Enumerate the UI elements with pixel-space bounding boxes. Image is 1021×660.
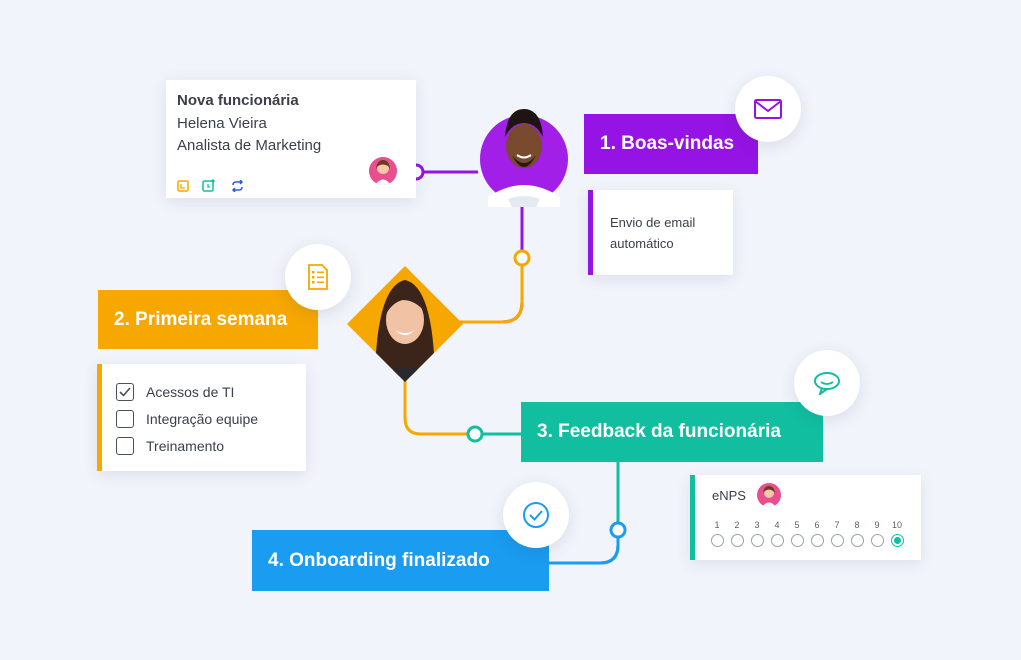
stage2-person-photo: [347, 266, 463, 382]
enps-radio[interactable]: [870, 534, 884, 547]
checkbox-unchecked[interactable]: [116, 410, 134, 428]
enps-option[interactable]: 5: [789, 520, 805, 547]
stage1-icon-bubble: [735, 76, 801, 142]
enps-option-number: 10: [891, 520, 902, 530]
stage3-label[interactable]: 3. Feedback da funcionária: [521, 402, 823, 462]
checklist-item[interactable]: Acessos de TI: [116, 383, 234, 401]
checkbox-checked[interactable]: [116, 383, 134, 401]
enps-option[interactable]: 1: [709, 520, 725, 547]
connector-stage2-to-stage3: [403, 380, 522, 436]
checklist-item[interactable]: Integração equipe: [116, 410, 258, 428]
node-dot-2: [513, 249, 531, 267]
enps-option[interactable]: 4: [769, 520, 785, 547]
enps-option-number: 8: [854, 520, 860, 530]
enps-option-number: 9: [874, 520, 880, 530]
enps-radio[interactable]: [830, 534, 844, 547]
stage3-icon-bubble: [794, 350, 860, 416]
employee-avatar: [369, 157, 397, 185]
clock-calendar-icon: [202, 179, 215, 192]
enps-option[interactable]: 6: [809, 520, 825, 547]
connector-stage1-to-stage2: [458, 205, 524, 324]
enps-radio-selected-dot: [893, 537, 901, 544]
connector-stage1-to-stage2-yellow: [458, 258, 524, 324]
enps-option[interactable]: 10: [889, 520, 905, 547]
enps-option-number: 2: [734, 520, 740, 530]
stage4-label[interactable]: 4. Onboarding finalizado: [252, 530, 549, 591]
enps-option-number: 6: [814, 520, 820, 530]
enps-option[interactable]: 8: [849, 520, 865, 547]
enps-option[interactable]: 2: [729, 520, 745, 547]
checkmark-icon: [119, 387, 131, 397]
stage1-person-photo: [478, 97, 570, 207]
enps-radio[interactable]: [890, 534, 904, 547]
enps-option[interactable]: 9: [869, 520, 885, 547]
chat-bubble-icon: [814, 372, 840, 395]
connector-stage4-blue-seg: [548, 530, 620, 565]
enps-radio[interactable]: [850, 534, 864, 547]
enps-title: eNPS: [712, 488, 746, 503]
stage4-icon-bubble: [503, 482, 569, 548]
checklist-document-icon: [308, 264, 328, 290]
employee-role: Analista de Marketing: [177, 137, 322, 154]
checklist-item-label: Treinamento: [146, 438, 225, 454]
stage2-label[interactable]: 2. Primeira semana: [98, 290, 318, 349]
checklist-item-label: Acessos de TI: [146, 384, 235, 400]
envelope-icon: [754, 99, 782, 119]
enps-option-number: 5: [794, 520, 800, 530]
welcome-email-card: Envio de email automático: [588, 190, 733, 275]
enps-option-number: 4: [774, 520, 780, 530]
welcome-note-line2: automático: [610, 236, 674, 251]
enps-radio[interactable]: [730, 534, 744, 547]
enps-option-number: 3: [754, 520, 760, 530]
node-dot-3: [466, 425, 484, 443]
new-employee-card[interactable]: Nova funcionária Helena Vieira Analista …: [166, 78, 416, 198]
enps-radio[interactable]: [750, 534, 764, 547]
enps-radio[interactable]: [810, 534, 824, 547]
enps-option[interactable]: 3: [749, 520, 765, 547]
refresh-icon: [231, 180, 244, 192]
stage1-label[interactable]: 1. Boas-vindas: [584, 114, 758, 174]
checklist-item[interactable]: Treinamento: [116, 437, 224, 455]
calendar-icon: [177, 180, 189, 192]
enps-card: eNPS 1 2 3 4 5 6 7 8 9 10: [690, 475, 921, 560]
first-week-checklist-card: Acessos de TI Integração equipe Treiname…: [97, 364, 306, 471]
enps-radio[interactable]: [790, 534, 804, 547]
enps-radio[interactable]: [710, 534, 724, 547]
enps-radio[interactable]: [770, 534, 784, 547]
enps-option-number: 7: [834, 520, 840, 530]
welcome-note-line1: Envio de email: [610, 215, 696, 230]
checkbox-unchecked[interactable]: [116, 437, 134, 455]
enps-avatar: [757, 483, 781, 507]
enps-option[interactable]: 7: [829, 520, 845, 547]
checklist-item-label: Integração equipe: [146, 411, 259, 427]
stage2-icon-bubble: [285, 244, 351, 310]
check-circle-icon: [523, 502, 549, 528]
employee-name: Helena Vieira: [177, 115, 267, 132]
card-heading: Nova funcionária: [177, 92, 299, 109]
node-dot-4: [609, 521, 627, 539]
enps-option-number: 1: [714, 520, 720, 530]
